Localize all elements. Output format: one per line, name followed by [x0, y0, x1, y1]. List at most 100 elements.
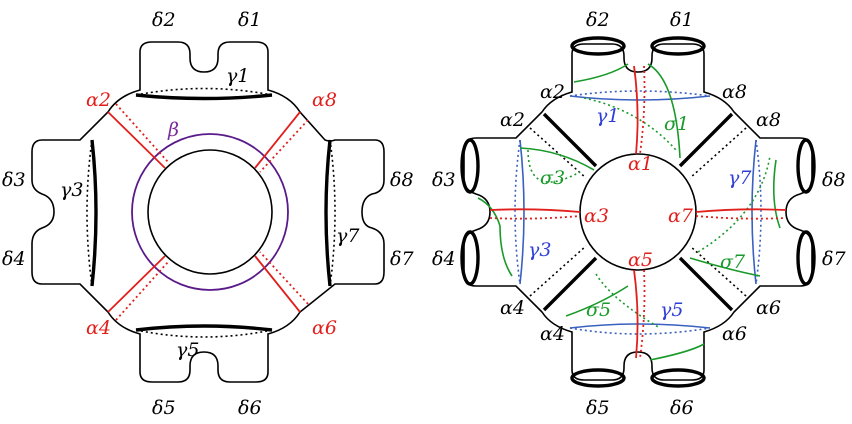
left-label-d8: δ8	[390, 169, 414, 191]
right-tube-end-d1	[650, 36, 706, 56]
right-alpha3-back	[489, 215, 581, 220]
left-label-d5: δ5	[152, 397, 176, 419]
left-label-g1: γ1	[226, 65, 249, 87]
right-label-g5: γ5	[660, 299, 683, 321]
right-label-s1: σ1	[664, 113, 689, 135]
right-gamma1-back	[569, 90, 711, 97]
right-label-d5: δ5	[586, 397, 610, 419]
right-gamma7-front	[751, 139, 757, 285]
right-seam-se-1	[678, 256, 734, 312]
right-seam-sw-1	[542, 256, 598, 312]
left-label-a6: α6	[312, 317, 337, 339]
right-label-a4-side: α4	[500, 297, 525, 319]
left-label-beta: β	[167, 119, 179, 141]
right-alpha5-front	[633, 269, 639, 359]
left-gamma3-front	[90, 139, 98, 287]
right-sigma1-front	[573, 63, 681, 159]
left-label-d2: δ2	[152, 9, 176, 31]
right-sigma3-back	[527, 149, 581, 183]
left-gamma1-front	[135, 93, 273, 101]
left-alpha6-front	[254, 255, 301, 313]
right-alpha7-front	[695, 208, 787, 213]
left-gamma5-back	[135, 329, 273, 338]
right-tube-end-d8	[796, 138, 816, 194]
right-label-g7: γ7	[728, 167, 752, 189]
right-gamma5-back	[569, 327, 711, 335]
left-inner-hole	[147, 149, 273, 275]
left-label-g7: γ7	[336, 225, 360, 247]
left-label-g5: γ5	[176, 339, 199, 361]
right-label-d2: δ2	[586, 9, 610, 31]
right-label-d1: δ1	[670, 9, 694, 31]
left-label-d1: δ1	[238, 9, 262, 31]
right-label-a1: α1	[628, 153, 653, 175]
left-alpha8-back	[259, 119, 309, 173]
right-tube-end-d7	[796, 230, 816, 286]
right-label-a4-bottom: α4	[540, 323, 565, 345]
right-label-d7: δ7	[822, 248, 846, 270]
left-label-d7: δ7	[390, 248, 414, 270]
right-tube-end-d6	[650, 368, 706, 388]
right-label-a8-side: α8	[756, 109, 781, 131]
left-gamma3-back	[86, 139, 93, 287]
right-label-a3: α3	[584, 205, 609, 227]
right-label-a2-side: α2	[500, 109, 525, 131]
right-gamma3-front	[519, 139, 525, 285]
left-alpha4-back	[115, 261, 169, 321]
right-label-d3: δ3	[432, 169, 456, 191]
left-gamma7-back	[329, 139, 336, 287]
left-label-a8: α8	[312, 89, 337, 111]
right-alpha7-back	[695, 215, 787, 220]
right-label-a6-side: α6	[756, 297, 781, 319]
right-label-a8-top: α8	[722, 81, 747, 103]
left-gamma1-back	[135, 87, 273, 96]
left-label-d6: δ6	[238, 397, 262, 419]
left-beta-curve	[131, 133, 289, 291]
right-alpha1-front	[633, 65, 639, 155]
right-sigma5-front	[565, 285, 705, 361]
right-sigma1-back	[583, 97, 677, 151]
right-label-a2-top: α2	[540, 81, 565, 103]
right-alpha-curves	[489, 65, 787, 359]
right-tube-end-d5	[570, 368, 626, 388]
right-alpha3-front	[489, 208, 581, 213]
left-label-a4: α4	[86, 317, 111, 339]
right-tube-end-d4	[460, 230, 480, 286]
left-alpha-curves	[107, 103, 309, 321]
right-alpha5-back	[639, 269, 646, 359]
right-label-d6: δ6	[670, 397, 694, 419]
left-label-a2: α2	[86, 89, 111, 111]
right-label-d4: δ4	[432, 248, 456, 270]
right-label-d8: δ8	[822, 169, 846, 191]
right-label-g3: γ3	[528, 239, 551, 261]
right-label-s3: σ3	[540, 167, 565, 189]
right-tube-end-d2	[570, 36, 626, 56]
left-label-g3: γ3	[60, 179, 83, 201]
right-sigma7-front	[689, 159, 781, 277]
right-outer-boundary	[463, 43, 813, 381]
left-alpha2-front	[107, 111, 166, 169]
left-alpha8-front	[254, 111, 301, 169]
left-outer-boundary	[31, 41, 385, 383]
right-label-a7: α7	[668, 205, 694, 227]
right-label-s5: σ5	[586, 299, 611, 321]
left-gamma7-front	[324, 139, 332, 287]
right-tube-end-d3	[460, 138, 480, 194]
right-label-a6-bottom: α6	[722, 323, 747, 345]
right-label-s7: σ7	[720, 251, 746, 273]
right-seam-ne-1	[678, 112, 734, 168]
right-sigma-curves	[477, 63, 781, 361]
right-sigma3-front	[477, 147, 595, 277]
right-gamma7-back	[755, 139, 762, 285]
left-alpha6-back	[259, 251, 309, 305]
left-alpha4-front	[107, 255, 166, 313]
right-sigma5-back	[595, 273, 661, 329]
right-alpha1-back	[639, 65, 646, 155]
right-seam-nw-1	[542, 112, 598, 168]
left-label-d4: δ4	[2, 248, 26, 270]
left-label-d3: δ3	[2, 169, 26, 191]
right-gamma3-back	[514, 139, 521, 285]
left-alpha2-back	[115, 103, 169, 163]
